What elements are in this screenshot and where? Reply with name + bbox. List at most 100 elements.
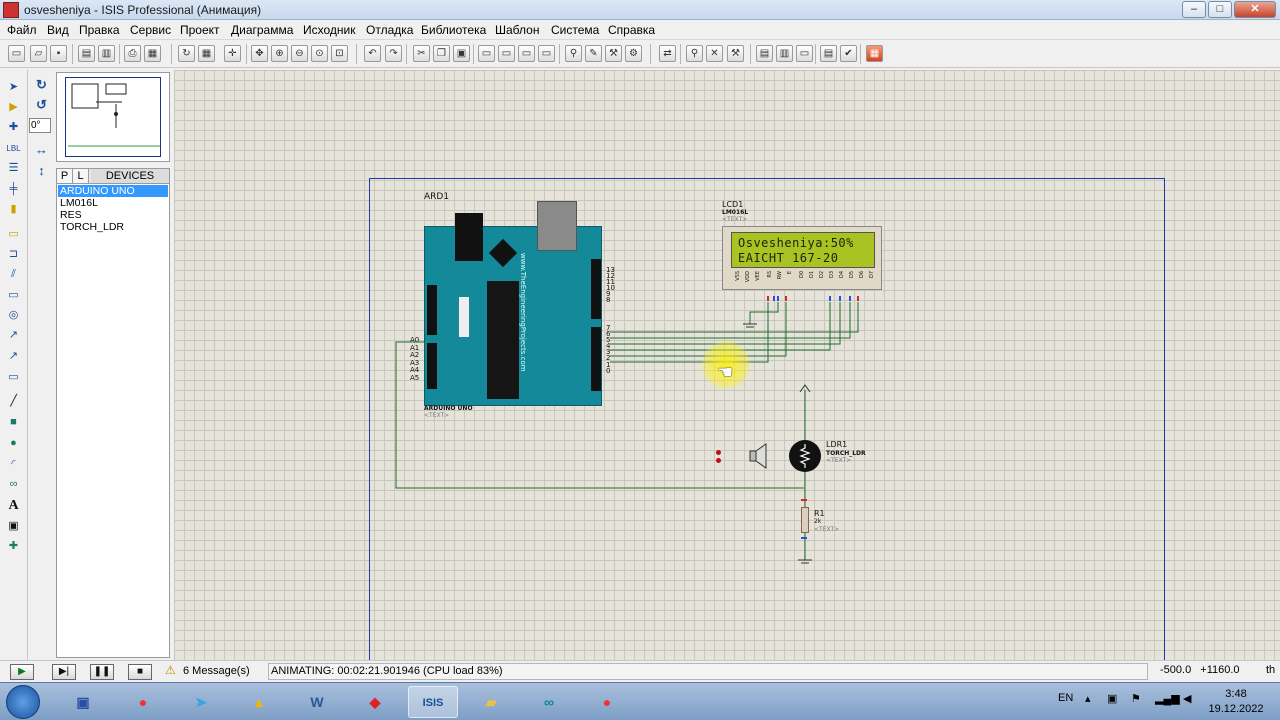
bill-of-materials-icon[interactable]: ▤ <box>820 45 837 62</box>
explorer-taskbar-icon[interactable]: ▰ <box>485 694 497 710</box>
menu-system[interactable]: Система <box>551 23 600 37</box>
block-move-icon[interactable]: ▭ <box>498 45 515 62</box>
rotate-clockwise-icon[interactable]: ↻ <box>36 77 47 92</box>
chrome-2-taskbar-icon[interactable]: ● <box>602 694 612 710</box>
package-tool-icon[interactable]: ⚒ <box>605 45 622 62</box>
schematic-canvas[interactable]: ARD1 www.TheEngineeringProjects.com ARDU… <box>174 70 1280 660</box>
device-pins-icon[interactable]: ⊐ <box>8 248 19 260</box>
text-2d-icon[interactable]: A <box>8 498 19 513</box>
selection-mode-icon[interactable]: ➤ <box>8 81 19 93</box>
mirror-vertical-icon[interactable]: ↕ <box>38 163 45 178</box>
ares-netlist-icon[interactable]: ▦ <box>866 45 883 62</box>
pan-icon[interactable]: ✥ <box>251 45 268 62</box>
box-2d-icon[interactable]: ■ <box>10 416 17 428</box>
pick-devices-tab[interactable]: P <box>57 169 73 183</box>
language-indicator[interactable]: EN <box>1058 692 1074 704</box>
tray-app-icon[interactable]: ▣ <box>1107 693 1118 705</box>
line-2d-icon[interactable]: ╱ <box>10 395 17 407</box>
decompose-icon[interactable]: ⚙ <box>625 45 642 62</box>
generator-icon[interactable]: ◎ <box>8 309 19 321</box>
component-mode-icon[interactable]: ▶ <box>9 101 18 113</box>
remove-sheet-icon[interactable]: ▥ <box>776 45 793 62</box>
resistor-r1[interactable] <box>801 507 809 533</box>
ares-taskbar-icon[interactable]: ▲ <box>252 694 266 710</box>
menu-debug[interactable]: Отладка <box>366 23 414 37</box>
menu-template[interactable]: Шаблон <box>495 23 540 37</box>
telegram-taskbar-icon[interactable]: ➤ <box>195 694 207 710</box>
ldr-sensor[interactable] <box>789 440 821 472</box>
arc-2d-icon[interactable]: ◜ <box>11 458 16 470</box>
device-item-lm016l[interactable]: LM016L <box>60 197 98 209</box>
play-button[interactable]: ▶ <box>10 664 34 680</box>
device-item-res[interactable]: RES <box>60 209 82 221</box>
paste-icon[interactable]: ▣ <box>453 45 470 62</box>
step-button[interactable]: ▶| <box>52 664 76 680</box>
acrobat-taskbar-icon[interactable]: ◆ <box>369 694 381 710</box>
menu-help[interactable]: Справка <box>608 23 656 37</box>
messages-indicator[interactable]: ⚠6 Message(s) <box>165 664 250 677</box>
property-tool-icon[interactable]: ✕ <box>706 45 723 62</box>
taskbar-clock[interactable]: 3:48 19.12.2022 <box>1206 687 1266 717</box>
exit-to-parent-icon[interactable]: ▭ <box>796 45 813 62</box>
network-icon[interactable]: ▂▄▆ <box>1155 693 1180 705</box>
device-item-arduino-uno[interactable]: ARDUINO UNO <box>58 185 168 197</box>
maximize-button[interactable]: □ <box>1208 1 1232 18</box>
undo-icon[interactable]: ↶ <box>364 45 381 62</box>
wire-autorouter-icon[interactable]: ⇄ <box>659 45 676 62</box>
zoom-in-icon[interactable]: ⊕ <box>271 45 288 62</box>
origin-icon[interactable]: ✛ <box>224 45 241 62</box>
search-tag-icon[interactable]: ⚲ <box>686 45 703 62</box>
terminals-icon[interactable]: ▭ <box>8 228 19 240</box>
speaker-icon[interactable] <box>749 443 769 469</box>
new-file-icon[interactable]: ▭ <box>8 45 25 62</box>
lcd-display[interactable]: Osvesheniya:50% EAICHT 167-20 VSS VDD VE… <box>722 226 882 290</box>
virtual-instruments-icon[interactable]: ▭ <box>8 371 19 383</box>
menu-file[interactable]: Файл <box>7 23 37 37</box>
show-hidden-icons-icon[interactable]: ▴ <box>1085 693 1091 705</box>
text-script-icon[interactable]: ☰ <box>8 162 19 174</box>
wire-label-icon[interactable]: LBL <box>6 144 21 153</box>
junction-dot-icon[interactable]: ✚ <box>8 121 19 133</box>
block-delete-icon[interactable]: ▭ <box>538 45 555 62</box>
design-explorer-icon[interactable]: ⚒ <box>727 45 744 62</box>
stop-button[interactable]: ■ <box>128 664 152 680</box>
import-icon[interactable]: ▤ <box>78 45 95 62</box>
block-copy-icon[interactable]: ▭ <box>478 45 495 62</box>
copy-icon[interactable]: ❐ <box>433 45 450 62</box>
menu-edit[interactable]: Правка <box>79 23 120 37</box>
tape-recorder-icon[interactable]: ▭ <box>8 289 19 301</box>
libraries-tab[interactable]: L <box>73 169 89 183</box>
minimize-button[interactable]: – <box>1182 1 1206 18</box>
menu-view[interactable]: Вид <box>47 23 69 37</box>
path-2d-icon[interactable]: ∞ <box>9 478 18 490</box>
subcircuit-icon[interactable]: ▮ <box>10 203 17 215</box>
pick-device-icon[interactable]: ⚲ <box>565 45 582 62</box>
menu-graph[interactable]: Диаграмма <box>231 23 294 37</box>
marker-2d-icon[interactable]: ✚ <box>8 540 19 552</box>
menu-library[interactable]: Библиотека <box>421 23 487 37</box>
electrical-check-icon[interactable]: ✔ <box>840 45 857 62</box>
buses-icon[interactable]: ╪ <box>9 183 18 195</box>
print-area-icon[interactable]: ▦ <box>144 45 161 62</box>
grid-toggle-icon[interactable]: ▦ <box>198 45 215 62</box>
pause-button[interactable]: ❚❚ <box>90 664 114 680</box>
mirror-horizontal-icon[interactable]: ↔ <box>35 142 48 157</box>
save-taskbar-icon[interactable]: ▣ <box>76 694 90 710</box>
circle-2d-icon[interactable]: ● <box>10 437 17 449</box>
zoom-area-icon[interactable]: ⊡ <box>331 45 348 62</box>
start-button[interactable] <box>6 685 40 719</box>
refresh-icon[interactable]: ↻ <box>178 45 195 62</box>
make-device-icon[interactable]: ✎ <box>585 45 602 62</box>
redo-icon[interactable]: ↷ <box>385 45 402 62</box>
device-item-torch-ldr[interactable]: TORCH_LDR <box>60 221 124 233</box>
volume-icon[interactable]: ◀ <box>1183 693 1192 705</box>
close-button[interactable]: ✕ <box>1234 1 1276 18</box>
current-probe-icon[interactable]: ↗ <box>8 350 19 362</box>
menu-tools[interactable]: Сервис <box>130 23 172 37</box>
overview-window[interactable] <box>56 72 170 162</box>
export-icon[interactable]: ▥ <box>98 45 115 62</box>
block-rotate-icon[interactable]: ▭ <box>518 45 535 62</box>
rotation-angle-field[interactable]: 0° <box>29 118 51 133</box>
arduino-uno-board[interactable]: www.TheEngineeringProjects.com <box>424 201 602 406</box>
symbol-2d-icon[interactable]: ▣ <box>8 520 19 532</box>
